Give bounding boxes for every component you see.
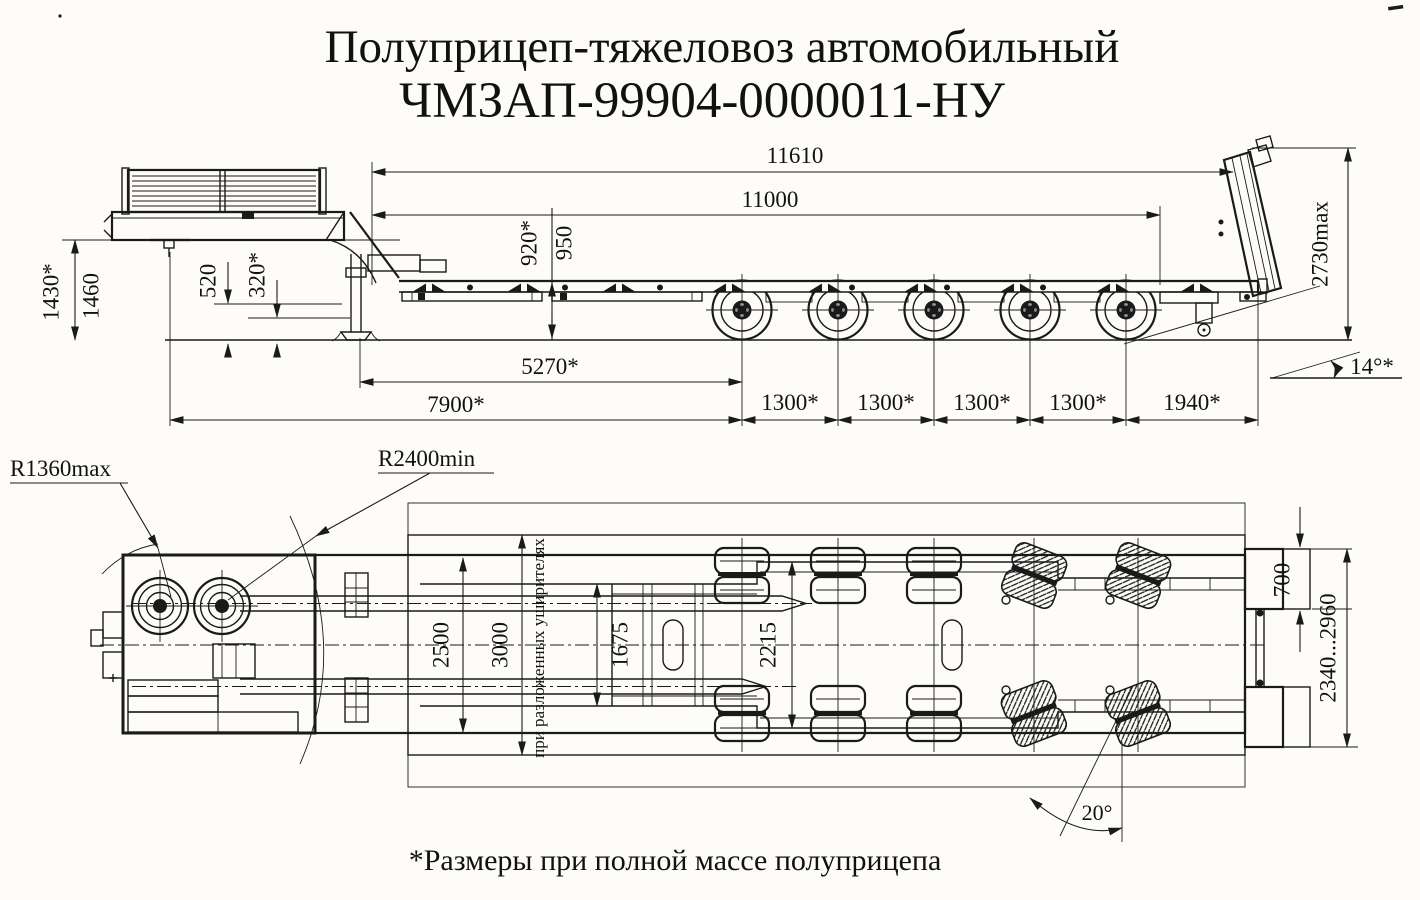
dim-wheel-steer-angle: 20° bbox=[1082, 800, 1113, 825]
title-block: Полуприцеп-тяжеловоз автомобильный ЧМЗАП… bbox=[325, 21, 1120, 129]
dim-ramp-width: 700 bbox=[1269, 563, 1294, 598]
radius-callouts: R1360max R2400min bbox=[10, 446, 494, 765]
dual-wheel-pair bbox=[905, 546, 963, 743]
dim-loading-height: 950 bbox=[551, 226, 576, 261]
footnote: *Размеры при полной массе полуприцепа bbox=[409, 844, 942, 877]
dim-width-with-extensions: 3000 bbox=[487, 622, 512, 668]
dim-coupling-height: 1460 bbox=[78, 273, 103, 319]
ramp-angle-construction: 14°* bbox=[1123, 285, 1402, 379]
dim-gooseneck-clearance: 520 bbox=[195, 264, 220, 299]
dim-rear-overhang: 1940* bbox=[1163, 390, 1221, 415]
stored-wideners-stack bbox=[132, 171, 316, 211]
title-line1: Полуприцеп-тяжеловоз автомобильный bbox=[325, 21, 1120, 73]
dim-swing-radius-min: R2400min bbox=[378, 446, 476, 471]
dim-ramp-angle: 14°* bbox=[1350, 354, 1394, 379]
fifth-wheel-circle bbox=[126, 570, 196, 642]
steered-wheel-pair bbox=[1104, 680, 1172, 748]
dim-support-to-first-axle: 5270* bbox=[521, 354, 579, 379]
dim-platform-width: 2500 bbox=[428, 622, 453, 668]
platform-deck bbox=[399, 278, 1268, 337]
plan-view: R1360max R2400min 2500 3000 при разложен… bbox=[10, 446, 1358, 842]
side-view: 14°* 11610 11000 920* 950 1430* 1460 bbox=[38, 135, 1402, 426]
dim-axle-spacing-2: 1300* bbox=[857, 390, 915, 415]
steer-angle-construction: 20° bbox=[1029, 685, 1134, 842]
rear-ramp-side bbox=[1218, 135, 1283, 302]
deck-gussets bbox=[412, 283, 1214, 292]
title-line2: ЧМЗАП-99904-0000011-НУ bbox=[399, 73, 1006, 129]
landing-leg bbox=[331, 254, 381, 342]
steered-wheel-pair bbox=[1000, 542, 1068, 610]
extensions-note: при разложенных уширителях bbox=[529, 538, 548, 758]
frame-slot bbox=[662, 619, 684, 671]
dim-axle-spacing-3: 1300* bbox=[953, 390, 1011, 415]
dim-axle-spacing-1: 1300* bbox=[761, 390, 819, 415]
beam-clamp bbox=[344, 677, 369, 723]
centerlines bbox=[100, 538, 1268, 752]
gooseneck bbox=[103, 167, 447, 342]
dim-kingpin-to-first-axle: 7900* bbox=[427, 392, 485, 417]
dim-frame-width-front: 1675 bbox=[607, 622, 632, 668]
fifth-wheel-circle bbox=[188, 570, 258, 642]
dim-ramp-track: 2340...2960 bbox=[1315, 593, 1340, 702]
plus-mark bbox=[109, 674, 117, 682]
dim-platform-length: 11000 bbox=[742, 187, 799, 212]
dim-overall-length: 11610 bbox=[767, 143, 824, 168]
dim-loading-height-laden: 920* bbox=[516, 220, 541, 266]
beam-clamp bbox=[344, 572, 369, 618]
underdeck-rails bbox=[401, 291, 1101, 303]
plan-wheels-steered bbox=[1000, 542, 1172, 748]
plan-wheels-fixed bbox=[713, 546, 963, 743]
frame-slot bbox=[941, 619, 963, 671]
rear-support bbox=[1159, 291, 1219, 337]
dim-ramp-height: 2730max bbox=[1307, 201, 1332, 287]
neck bbox=[325, 211, 447, 284]
outrigger-beams bbox=[240, 595, 809, 695]
dim-gooseneck-clearance-laden: 320* bbox=[244, 252, 269, 298]
steered-wheel-pair bbox=[1104, 542, 1172, 610]
dim-frame-width-rear: 2215 bbox=[755, 622, 780, 668]
dim-swing-radius-max: R1360max bbox=[10, 456, 111, 481]
dual-wheel-pair bbox=[713, 546, 771, 743]
plan-view-dimensions: 2500 3000 при разложенных уширителях 167… bbox=[428, 507, 1358, 842]
steered-wheel-pair bbox=[1000, 680, 1068, 748]
scan-specks bbox=[58, 4, 1404, 18]
side-view-wheels bbox=[706, 279, 1162, 341]
dual-wheel-pair bbox=[809, 546, 867, 743]
gooseneck-plan bbox=[90, 553, 369, 735]
dim-coupling-height-laden: 1430* bbox=[38, 263, 63, 321]
side-view-dimensions: 11610 11000 920* 950 1430* 1460 bbox=[38, 143, 1356, 426]
dim-axle-spacing-4: 1300* bbox=[1049, 390, 1107, 415]
